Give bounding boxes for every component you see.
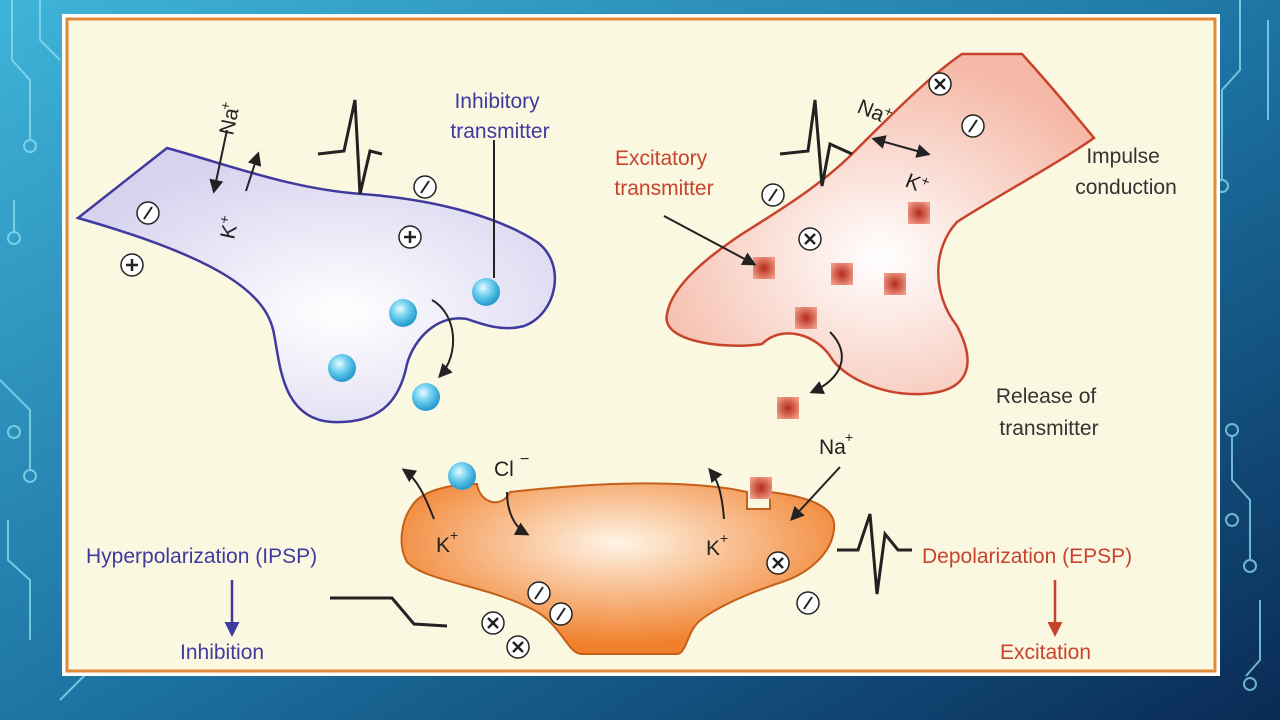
vesicle xyxy=(328,354,356,382)
charge-plus xyxy=(398,225,422,249)
charge-minus xyxy=(761,183,785,207)
ipsp-trace xyxy=(330,596,448,628)
transmitter-square xyxy=(750,477,772,499)
epsp-trace xyxy=(837,513,912,595)
k-ion-label: K xyxy=(216,223,241,241)
depolarization-label: Depolarization (EPSP) xyxy=(922,545,1132,568)
cl-influx-arrow xyxy=(506,491,530,536)
k-ion-label: K xyxy=(706,537,720,560)
impulse-conduction-label: Impulse conduction xyxy=(1075,145,1177,199)
charge-symbols xyxy=(120,72,985,659)
excitatory-transmitter-label: Excitatory transmitter xyxy=(614,147,713,200)
ion-superscript: + xyxy=(450,527,458,543)
k-efflux-arrow xyxy=(401,468,435,520)
ion-superscript: + xyxy=(845,429,853,445)
release-of-transmitter-label: Release of transmitter xyxy=(996,385,1102,440)
diagram-figure: Na + K + Na + K + Cl − K + K + Na + Inhi… xyxy=(62,14,1220,676)
release-of-transmitter-line-2: transmitter xyxy=(999,417,1098,440)
pointer-line xyxy=(790,466,841,522)
charge-minus xyxy=(413,175,437,199)
release-of-transmitter-line-1: Release of xyxy=(996,385,1097,408)
transmitter-square xyxy=(795,307,817,329)
transmitter-square xyxy=(884,273,906,295)
transmitter-square xyxy=(753,257,775,279)
circuit-decoration xyxy=(0,0,1269,701)
ion-superscript: + xyxy=(720,530,728,546)
charge-plus xyxy=(766,551,790,575)
inhibitory-transmitter-label: Inhibitory transmitter xyxy=(450,90,549,143)
excitatory-terminal xyxy=(665,52,1096,396)
charge-minus xyxy=(796,591,820,615)
na-ion-label: Na xyxy=(819,436,846,459)
vesicle xyxy=(389,299,417,327)
vesicle xyxy=(448,462,476,490)
release-arrow xyxy=(431,299,455,379)
k-efflux-arrow xyxy=(245,151,262,192)
excitatory-transmitter-line-2: transmitter xyxy=(614,177,713,200)
vesicle xyxy=(412,383,440,411)
action-potential-trace xyxy=(779,99,853,187)
transmitter-square xyxy=(777,397,799,419)
charge-plus xyxy=(481,611,505,635)
inhibition-label: Inhibition xyxy=(180,641,264,664)
transmitter-square xyxy=(908,202,930,224)
vesicle xyxy=(472,278,500,306)
k-efflux-arrow xyxy=(708,467,725,520)
inhibitory-transmitter-line-1: Inhibitory xyxy=(454,90,540,113)
pointer-line xyxy=(663,215,757,266)
excitatory-transmitter-line-1: Excitatory xyxy=(615,147,708,170)
charge-minus xyxy=(961,114,985,138)
charge-minus xyxy=(527,581,551,605)
k-ion-label: K xyxy=(436,534,450,557)
ion-superscript: + xyxy=(215,214,232,225)
release-arrow xyxy=(809,331,843,394)
charge-plus xyxy=(506,635,530,659)
ion-superscript: − xyxy=(520,451,529,468)
postsynaptic-membrane xyxy=(400,482,836,655)
charge-plus xyxy=(798,227,822,251)
hyperpolarization-label: Hyperpolarization (IPSP) xyxy=(86,545,317,568)
transmitter-square xyxy=(831,263,853,285)
inhibitory-terminal xyxy=(75,146,557,424)
impulse-conduction-line-1: Impulse xyxy=(1086,145,1160,168)
na-influx-arrow xyxy=(209,129,228,194)
action-potential-trace xyxy=(317,99,383,195)
charge-minus xyxy=(136,201,160,225)
charge-plus xyxy=(120,253,144,277)
charge-minus xyxy=(549,602,573,626)
excitation-label: Excitation xyxy=(1000,641,1091,664)
ion-superscript: + xyxy=(216,100,233,111)
impulse-conduction-line-2: conduction xyxy=(1075,176,1177,199)
charge-plus xyxy=(928,72,952,96)
na-ion-label: Na xyxy=(215,106,243,137)
synapse-diagram: Na + K + Na + K + Cl − K + K + Na + Inhi… xyxy=(65,17,1217,673)
inhibitory-transmitter-line-2: transmitter xyxy=(450,120,549,143)
cl-ion-label: Cl xyxy=(494,458,514,481)
ion-arrow xyxy=(871,135,931,158)
